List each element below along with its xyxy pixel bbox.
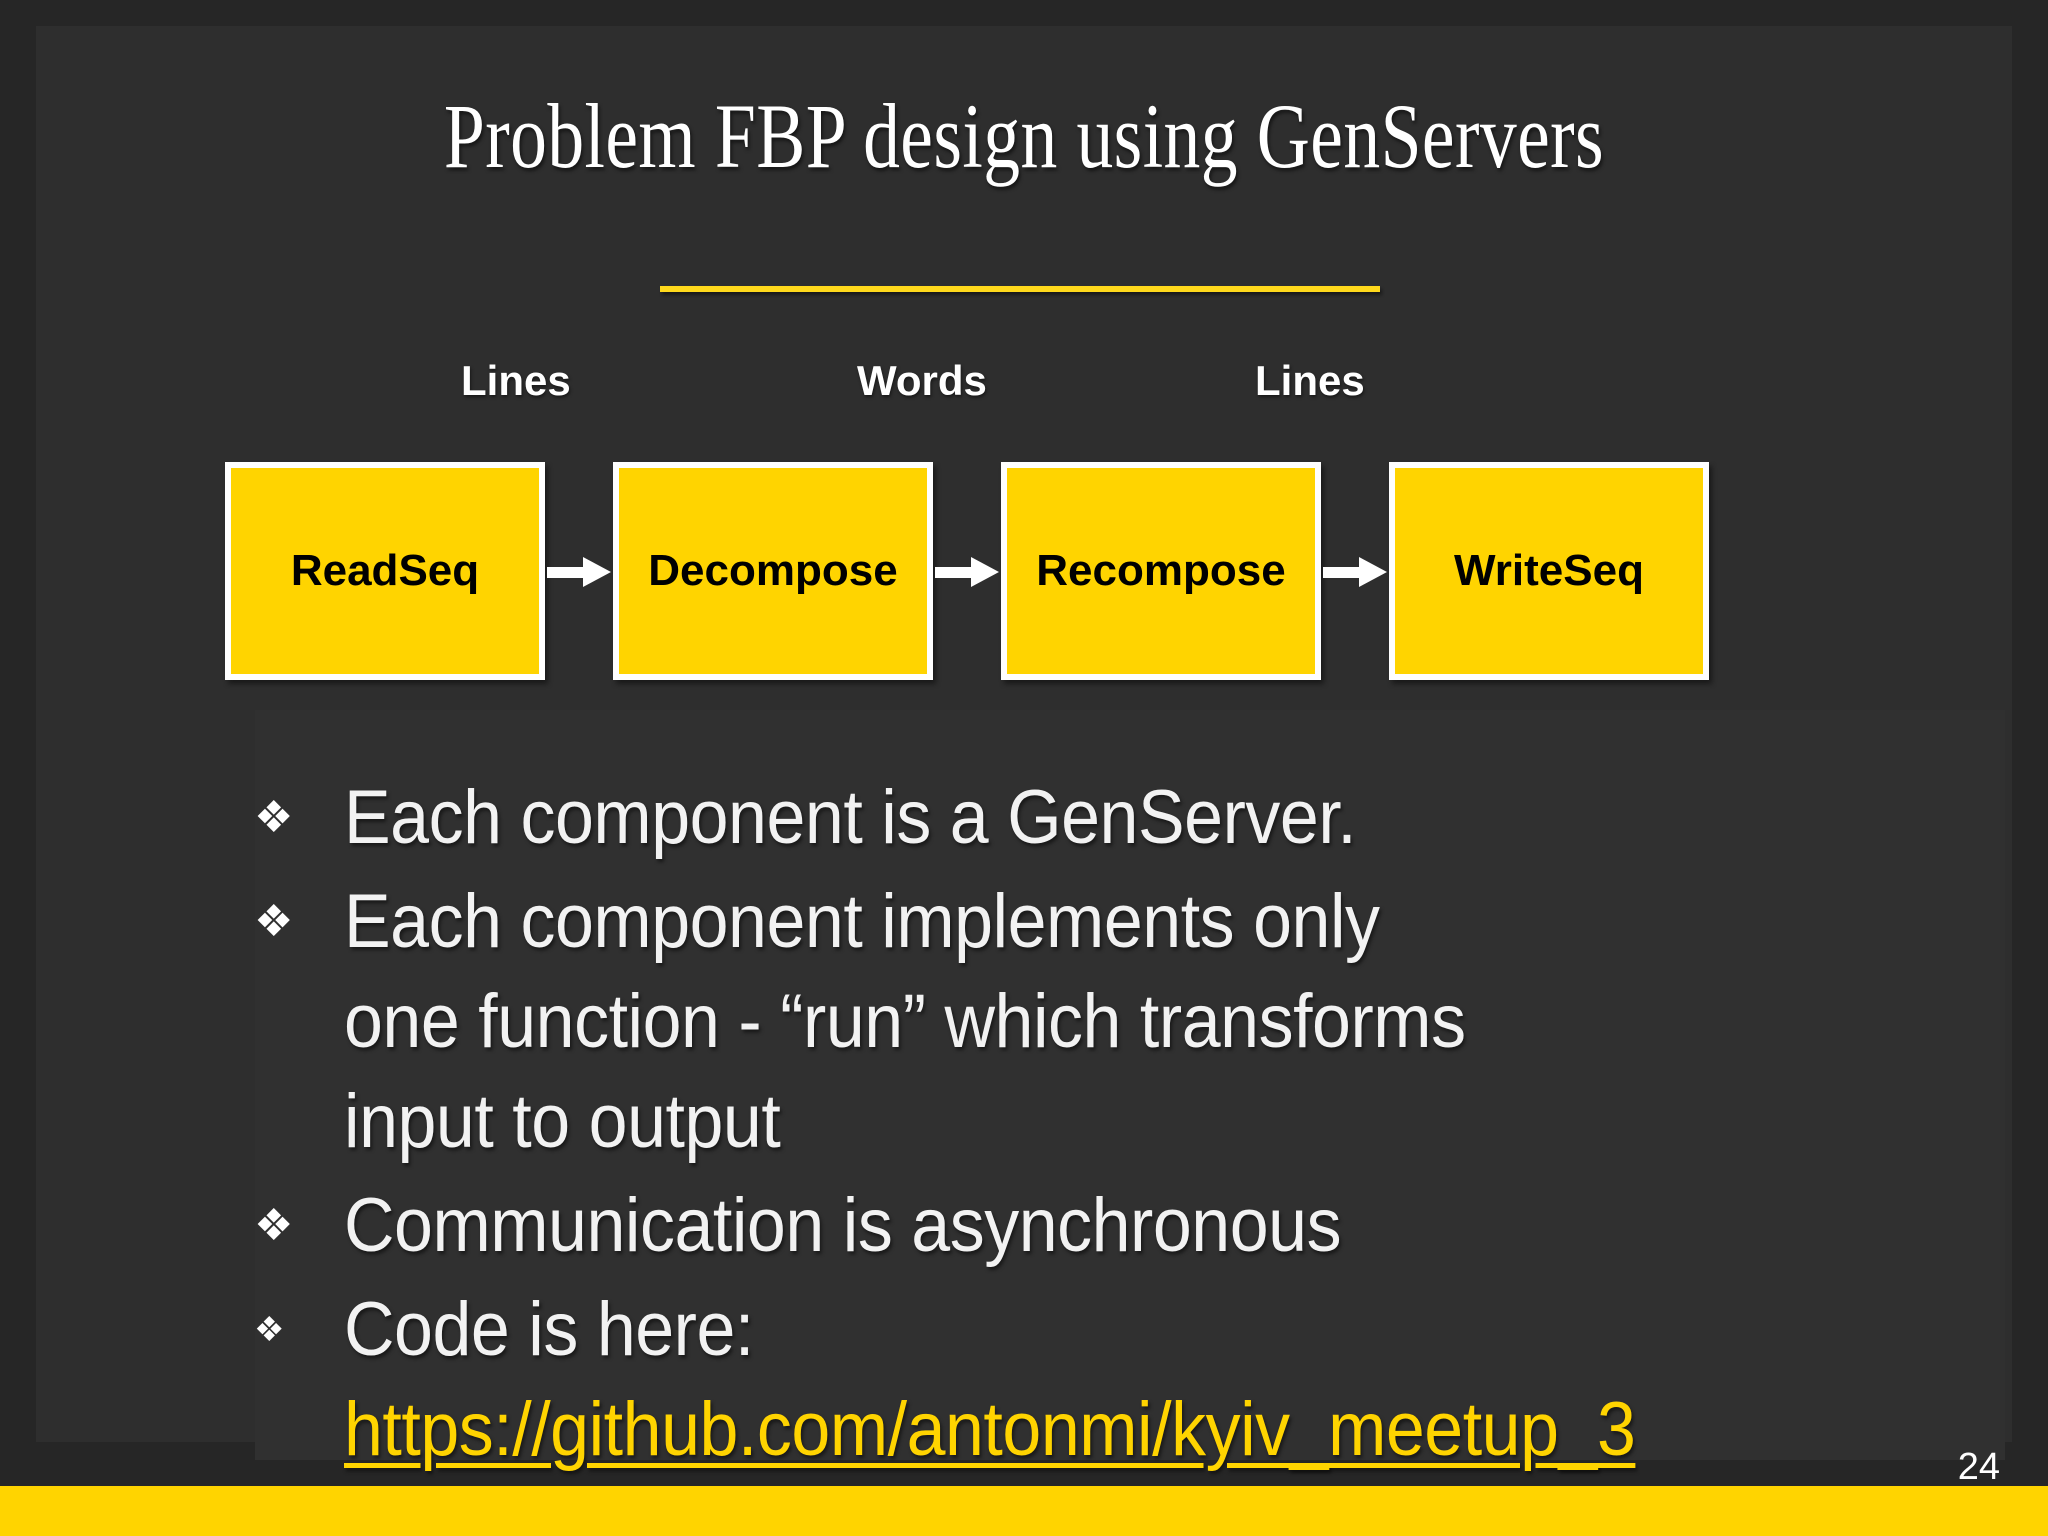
bullet-line: Each component implements only (344, 879, 1380, 964)
bullet-line: Each component is a GenServer. (344, 775, 1357, 860)
arrow-right-icon (547, 557, 613, 587)
arrow-right-icon (1323, 557, 1389, 587)
flow-box-writeseq[interactable]: WriteSeq (1389, 462, 1709, 680)
diamond-bullet-icon: ❖ (254, 897, 294, 946)
arrow-shaft (935, 567, 975, 578)
flow-box-label: ReadSeq (290, 546, 480, 595)
bullet-item-code-link: ❖ Code is here: https://github.com/anton… (248, 1280, 1868, 1480)
arrow-shaft (547, 567, 587, 578)
title-divider-rule (660, 286, 1380, 292)
flow-box-label: WriteSeq (1454, 546, 1644, 595)
bullet-item-genserver: ❖ Each component is a GenServer. (248, 768, 1868, 868)
bullet-item-run-function: ❖ Each component implements only one fun… (248, 872, 1868, 1172)
bullet-text: Code is here: https://github.com/antonmi… (344, 1280, 1746, 1480)
bottom-accent-bar (0, 1486, 2048, 1536)
arrow-head (1359, 557, 1387, 587)
flow-box-readseq[interactable]: ReadSeq (225, 462, 545, 680)
slide-title: Problem FBP design using GenServers (443, 85, 1605, 187)
flow-edge-label-lines-2: Lines (1255, 357, 1365, 404)
flow-diagram: Lines Words Lines ReadSeq Decompose Reco… (225, 360, 1745, 680)
bullet-text: Each component implements only one funct… (344, 872, 1746, 1172)
arrow-shaft (1323, 567, 1363, 578)
flow-edge-label-lines-1: Lines (461, 357, 571, 404)
bullet-text: Communication is asynchronous (344, 1176, 1746, 1276)
flow-box-label: Decompose (648, 546, 898, 595)
bullet-line: Communication is asynchronous (344, 1183, 1342, 1268)
flow-box-recompose[interactable]: Recompose (1001, 462, 1321, 680)
bullet-text: Each component is a GenServer. (344, 768, 1746, 868)
bullet-line: one function - “run” which transforms (344, 979, 1466, 1064)
arrow-right-icon (935, 557, 1001, 587)
diamond-bullet-icon: ❖ (254, 1311, 285, 1349)
diamond-bullet-icon: ❖ (254, 793, 294, 842)
github-repo-link[interactable]: https://github.com/antonmi/kyiv_meetup_3 (344, 1387, 1636, 1472)
flow-box-decompose[interactable]: Decompose (613, 462, 933, 680)
diamond-bullet-icon: ❖ (254, 1201, 294, 1250)
content-band (255, 710, 2005, 1460)
page-number: 24 (1957, 1446, 2000, 1488)
bullet-line: input to output (344, 1079, 781, 1164)
arrow-head (971, 557, 999, 587)
bullet-line: Code is here: (344, 1287, 754, 1372)
bullet-list: ❖ Each component is a GenServer. ❖ Each … (248, 768, 1868, 1484)
flow-edge-label-words: Words (857, 357, 987, 404)
bullet-item-async: ❖ Communication is asynchronous (248, 1176, 1868, 1276)
flow-box-label: Recompose (1036, 546, 1286, 595)
arrow-head (583, 557, 611, 587)
